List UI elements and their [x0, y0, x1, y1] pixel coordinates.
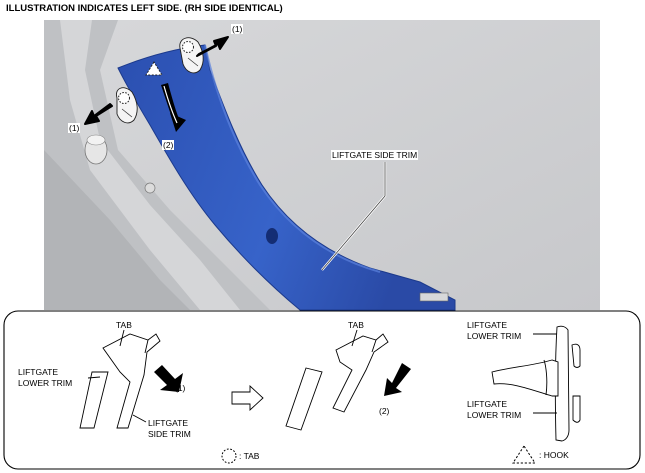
tab-marker-icon: [182, 41, 194, 53]
legend-hook-icon: [512, 445, 536, 464]
label-tab-left: TAB: [116, 320, 132, 330]
label-lower-trim-left-2: LOWER TRIM: [18, 378, 73, 388]
label-liftgate-side-trim: LIFTGATE SIDE TRIM: [331, 150, 419, 160]
illustration-header: ILLUSTRATION INDICATES LEFT SIDE. (RH SI…: [6, 3, 283, 14]
label-step-1-left: (1): [68, 123, 81, 133]
detail-left: [79, 329, 161, 429]
trim-hole: [266, 228, 278, 244]
clip-upper: [179, 37, 204, 74]
clip-left: [116, 87, 138, 124]
legend-tab-label: : TAB: [239, 451, 260, 461]
label-detail-step-2: (2): [379, 406, 390, 416]
label-lower-trim-top-1: LIFTGATE: [467, 320, 507, 330]
trim-edge-highlight: [204, 44, 381, 273]
body-panel-highlight: [60, 20, 240, 310]
label-lower-trim-left-1: LIFTGATE: [18, 367, 58, 377]
label-detail-step-1: (1): [175, 383, 186, 393]
hollow-arrow-icon: [231, 384, 264, 412]
detail-arrow-step-1: [154, 365, 183, 392]
label-side-trim-2: SIDE TRIM: [148, 429, 191, 439]
arrow-step-1-left: [84, 103, 113, 125]
label-lower-trim-bottom-2: LOWER TRIM: [467, 410, 522, 420]
photo-area: [44, 20, 600, 311]
label-lower-trim-bottom-1: LIFTGATE: [467, 399, 507, 409]
label-lower-trim-top-2: LOWER TRIM: [467, 331, 522, 341]
detail-right: [491, 325, 581, 442]
label-step-1-upper: (1): [231, 24, 244, 34]
trim-bottom-tab: [419, 292, 449, 302]
label-step-2: (2): [162, 140, 175, 150]
detail-arrow-step-2: [384, 363, 411, 396]
legend-hook-label: : HOOK: [539, 450, 569, 460]
body-panel-shadow: [44, 150, 190, 310]
hook-marker-icon: [145, 61, 163, 76]
screw-head: [144, 182, 156, 194]
leader-trim-label: [321, 162, 386, 271]
detail-box: [3, 310, 641, 470]
arrow-step-2-head: [170, 113, 186, 132]
detail-middle: [285, 329, 389, 431]
label-tab-middle: TAB: [348, 320, 364, 330]
tab-marker-icon: [118, 92, 130, 104]
label-side-trim-1: LIFTGATE: [148, 418, 188, 428]
legend-tab-icon: [221, 448, 237, 464]
arrow-step-1-upper: [196, 36, 229, 57]
